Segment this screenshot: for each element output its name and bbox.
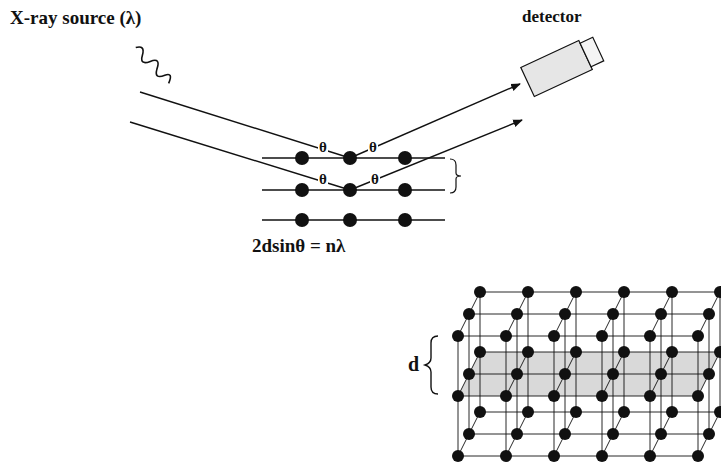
- angle-label: θ: [368, 139, 378, 156]
- detector-label: detector: [522, 8, 581, 27]
- angle-label: θ: [318, 139, 328, 156]
- xray-wave: [130, 45, 176, 84]
- atoms: [295, 151, 412, 227]
- detector-symbol: [521, 35, 605, 97]
- lattice-planes: [262, 158, 445, 220]
- d-bracket: [425, 336, 438, 394]
- source-label: X-ray source (λ): [10, 8, 141, 29]
- spacing-bracket: [450, 159, 461, 193]
- crystal-lattice: [452, 286, 721, 462]
- angle-label: θ: [318, 171, 328, 188]
- spacing-label: d: [408, 353, 419, 375]
- xray-beams: [130, 84, 522, 190]
- angle-label: θ: [370, 171, 380, 188]
- bragg-equation: 2dsinθ = nλ: [252, 236, 345, 257]
